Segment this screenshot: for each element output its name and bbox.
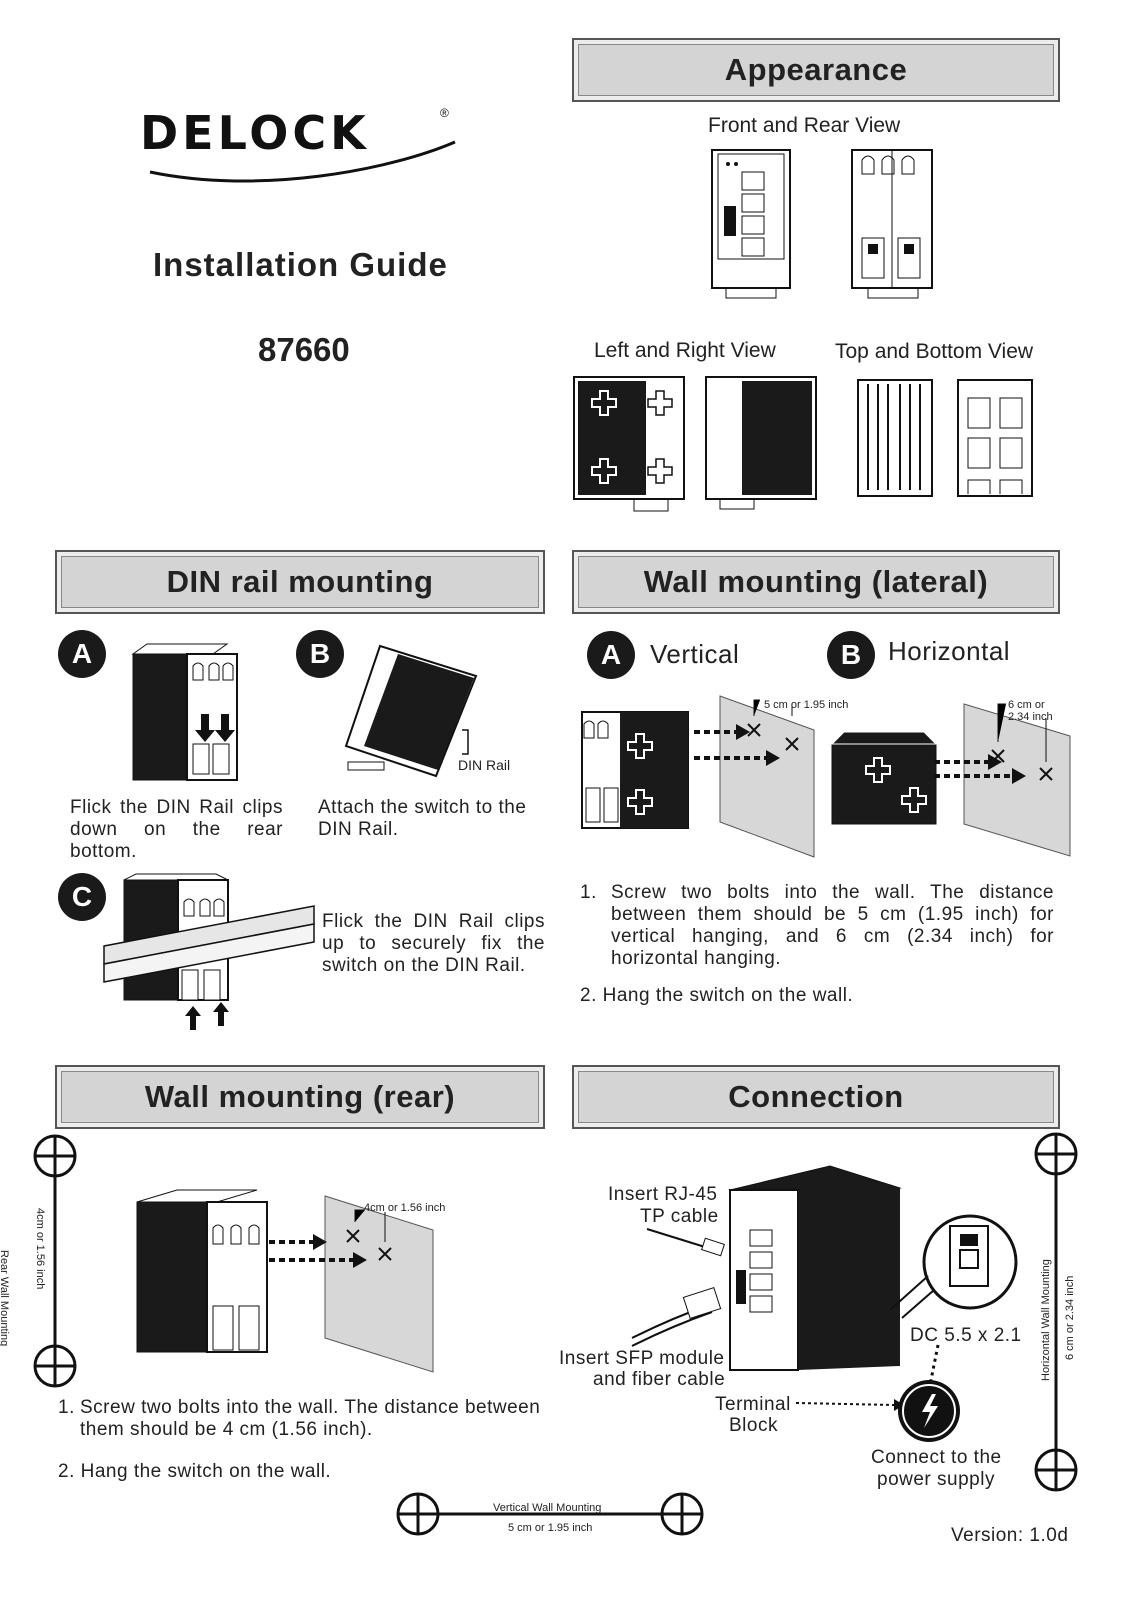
step-c-badge: C (58, 873, 106, 921)
fiber-cable-icon (631, 1286, 722, 1347)
page-title: Installation Guide (153, 246, 448, 283)
top-bottom-caption: Top and Bottom View (835, 340, 1034, 363)
vertical-badge: A (587, 631, 635, 679)
top-view-drawing (857, 379, 933, 497)
rear-step1-text: Screw two bolts into the wall. The dista… (80, 1397, 541, 1440)
appearance-heading: Appearance (572, 38, 1060, 102)
sfp-label-1: Insert SFP module (559, 1348, 725, 1369)
right-view-drawing (705, 376, 817, 510)
rj45-label-2: TP cable (640, 1206, 719, 1227)
rear-step2-text: 2. Hang the switch on the wall. (58, 1461, 332, 1482)
din-step-b-drawing (344, 644, 478, 778)
lateral-vertical-drawing (581, 695, 815, 858)
lateral-step1-text: Screw two bolts into the wall. The dista… (611, 882, 1054, 969)
left-view-drawing (573, 376, 685, 512)
vertical-scale-bar (396, 1492, 704, 1536)
din-step-a-text: Flick the DIN Rail clips down on the rea… (70, 797, 283, 862)
rear-mount-drawing (136, 1189, 434, 1373)
lateral-horizontal-distance-2: 2.34 inch (1008, 711, 1053, 723)
din-step-c-text: Flick the DIN Rail clips up to securely … (322, 911, 545, 976)
rear-step1-number: 1. (58, 1397, 75, 1418)
brand-logo: DELOCK ® (140, 100, 470, 190)
din-heading: DIN rail mounting (55, 550, 545, 614)
step-a-badge: A (58, 630, 106, 678)
horizontal-scale-label-1: Horizontal Wall Mounting (1040, 1259, 1052, 1381)
lateral-step2-text: 2. Hang the switch on the wall. (580, 985, 854, 1006)
power-label-1: Connect to the (871, 1447, 1002, 1468)
dc-label: DC 5.5 x 2.1 (910, 1325, 1022, 1346)
rear-scale-bar (33, 1134, 77, 1388)
connection-switch-drawing (728, 1165, 902, 1371)
din-step-b-text: Attach the switch to the DIN Rail. (318, 797, 527, 840)
logo-swoosh (149, 140, 456, 183)
vertical-label: Vertical (650, 639, 740, 669)
vertical-scale-distance: 5 cm or 1.95 inch (508, 1522, 593, 1534)
step-b-badge: B (296, 630, 344, 678)
wall-rear-heading: Wall mounting (rear) (55, 1065, 545, 1129)
power-label-2: power supply (877, 1469, 995, 1490)
terminal-label-1: Terminal (715, 1394, 791, 1415)
lateral-horizontal-drawing (830, 703, 1071, 857)
din-rail-label: DIN Rail (458, 757, 511, 773)
lateral-horizontal-distance-1: 6 cm or (1008, 699, 1045, 711)
rear-view-drawing (851, 149, 933, 299)
power-supply-icon (898, 1380, 960, 1442)
lateral-step1-number: 1. (580, 882, 597, 903)
logo-registered: ® (440, 106, 449, 120)
logo-text: DELOCK (140, 106, 370, 160)
left-right-caption: Left and Right View (594, 339, 776, 362)
bottom-view-drawing (957, 379, 1033, 497)
dc-jack-zoom (889, 1214, 1018, 1319)
rj45-label-1: Insert RJ-45 (608, 1184, 718, 1205)
din-step-a-drawing (131, 643, 238, 781)
rear-distance: 4cm or 1.56 inch (364, 1202, 446, 1214)
lateral-vertical-distance: 5 cm or 1.95 inch (764, 699, 849, 711)
front-view-drawing (711, 149, 791, 299)
horizontal-badge: B (827, 631, 875, 679)
version-label: Version: 1.0d (951, 1525, 1069, 1546)
horizontal-label: Horizontal (888, 636, 1011, 666)
terminal-label-2: Block (729, 1415, 778, 1436)
model-number: 87660 (258, 331, 350, 368)
wall-lateral-heading: Wall mounting (lateral) (572, 550, 1060, 614)
rj45-cable-icon (646, 1228, 725, 1257)
sfp-label-2: and fiber cable (593, 1369, 726, 1390)
horizontal-scale-bar (1034, 1132, 1078, 1492)
front-rear-caption: Front and Rear View (708, 114, 901, 137)
rear-scale-label-2: 4cm or 1.56 inch (34, 1208, 46, 1290)
rear-scale-label-1: Rear Wall Mounting (0, 1250, 10, 1347)
din-step-c-drawing (103, 873, 315, 1030)
vertical-scale-label: Vertical Wall Mounting (493, 1502, 602, 1514)
connection-heading: Connection (572, 1065, 1060, 1129)
horizontal-scale-label-2: 6 cm or 2.34 inch (1064, 1275, 1076, 1360)
